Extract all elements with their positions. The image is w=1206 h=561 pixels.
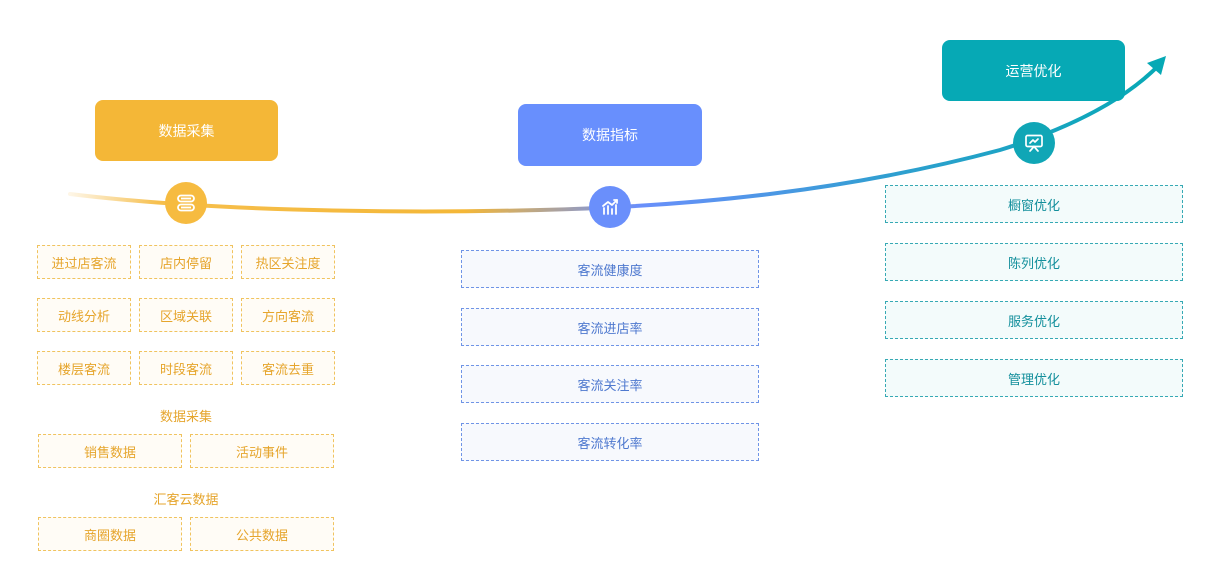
tag-item: 管理优化 xyxy=(885,359,1183,397)
tag-item: 进过店客流 xyxy=(37,245,131,279)
arrow-head-icon xyxy=(1147,56,1166,75)
tag-item: 陈列优化 xyxy=(885,243,1183,281)
tag-item: 客流进店率 xyxy=(461,308,759,346)
tag-item: 商圈数据 xyxy=(38,517,182,551)
tag-item: 橱窗优化 xyxy=(885,185,1183,223)
chart-growth-icon xyxy=(589,186,631,228)
curve-line xyxy=(68,62,1162,214)
tag-item: 公共数据 xyxy=(190,517,334,551)
tag-item: 热区关注度 xyxy=(241,245,335,279)
tag-item: 客流健康度 xyxy=(461,250,759,288)
tag-item: 区域关联 xyxy=(139,298,233,332)
tag-item: 店内停留 xyxy=(139,245,233,279)
tag-item: 楼层客流 xyxy=(37,351,131,385)
presentation-icon xyxy=(1013,122,1055,164)
tag-item: 客流去重 xyxy=(241,351,335,385)
tag-item: 方向客流 xyxy=(241,298,335,332)
stage-operation-optimization[interactable]: 运营优化 xyxy=(942,40,1125,101)
tag-item: 客流关注率 xyxy=(461,365,759,403)
tag-item: 动线分析 xyxy=(37,298,131,332)
tag-item: 客流转化率 xyxy=(461,423,759,461)
stage-data-collection[interactable]: 数据采集 xyxy=(95,100,278,161)
tag-item: 销售数据 xyxy=(38,434,182,468)
database-icon xyxy=(165,182,207,224)
group-heading: 数据采集 xyxy=(159,410,212,425)
stage-data-metrics[interactable]: 数据指标 xyxy=(518,104,702,166)
tag-item: 服务优化 xyxy=(885,301,1183,339)
tag-item: 时段客流 xyxy=(139,351,233,385)
tag-item: 活动事件 xyxy=(190,434,334,468)
group-heading: 汇客云数据 xyxy=(153,493,219,508)
